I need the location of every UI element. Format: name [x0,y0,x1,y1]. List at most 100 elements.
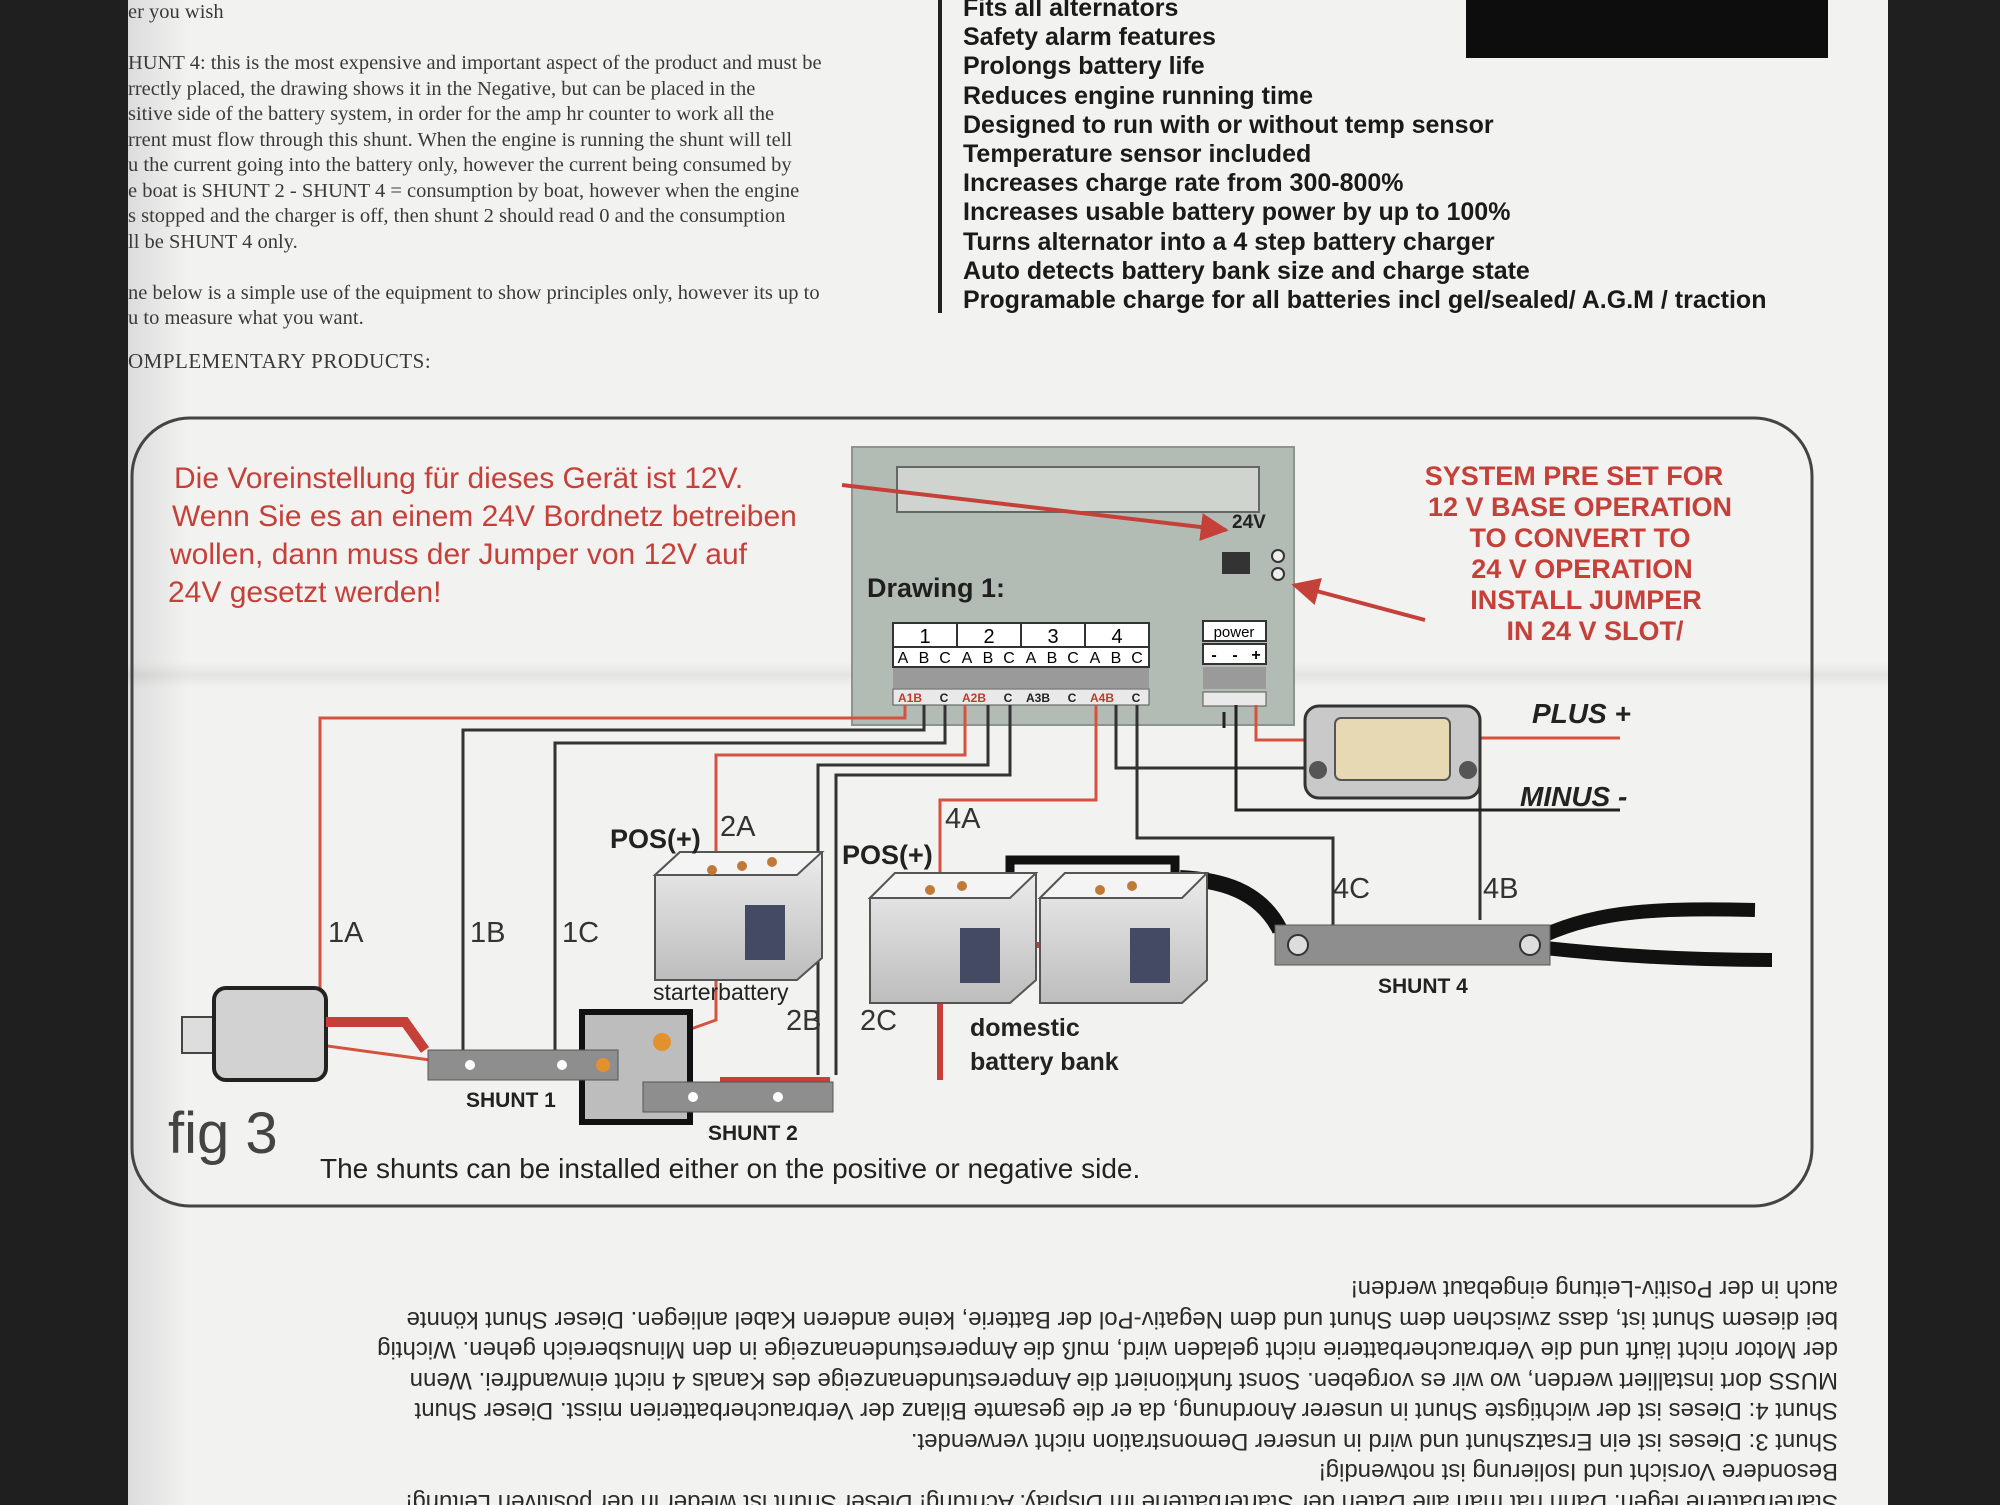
battery-cap [925,885,935,895]
terminal-letter: C [939,650,951,667]
alternator-cable [326,1017,430,1053]
drawing-title: Drawing 1: [867,573,1005,603]
terminal-letter: C [1003,650,1015,667]
power-screws [1203,667,1266,689]
english-note: SYSTEM PRE SET FOR 12 V BASE OPERATION T… [1425,461,1732,646]
arrow-to-jumper [841,483,1229,541]
upper-left-text: er you wish HUNT 4: this is the most exp… [128,0,912,332]
screw-row [893,668,1149,688]
feature-item: Fits all alternators [963,0,1179,22]
shunt-bolt [688,1092,698,1102]
terminal-letter: C [1067,650,1079,667]
wire-4c [1135,705,1335,930]
wire-labels: 1A 1B 1C 2A 2B 2C 4A 4C 4B [328,803,1518,1037]
pos-label: POS(+) [842,840,933,870]
feature-item: Designed to run with or without temp sen… [963,110,1494,139]
battery-cap [957,881,967,891]
battery-label-panel [745,905,785,960]
german-note-line: Wenn Sie es an einem 24V Bordnetz betrei… [172,500,797,533]
german-note-line: Die Voreinstellung für dieses Gerät ist … [174,462,743,495]
wire-label: 2A [720,811,756,843]
label-24v: 24V [1232,512,1266,533]
power-term: - [1211,647,1216,664]
feature-list: Fits all alternators Safety alarm featur… [963,0,1766,315]
text-line: er you wish [128,1,224,23]
power-terms [1202,643,1267,665]
bottom-term: A2B [962,691,986,705]
alternator [181,986,328,1082]
shunt-lug [1287,934,1309,956]
wire-1b [461,705,926,1065]
wire-2a [659,705,967,1042]
shunt-2 [642,1081,834,1113]
load-cable [1542,902,1756,942]
shunt2-label: SHUNT 2 [708,1122,798,1145]
bottom-term-row [892,688,1150,706]
terminal-letter: A [898,650,909,667]
feature-item: Temperature sensor included [963,140,1312,169]
display-window [896,466,1260,513]
battery-label-panel [1130,928,1170,983]
fuse-screw [1309,761,1327,779]
load-cable [1544,941,1773,967]
starter-battery-label: starterbattery [653,979,789,1005]
wire-minus [1234,705,1620,812]
bottom-term: C [1004,691,1013,705]
terminal-letter: B [983,650,994,667]
column-divider [938,0,942,313]
battery-top [1037,872,1210,899]
german-note-line: wollen, dann muss der Jumper von 12V auf [169,538,748,571]
battery-cap [707,865,717,875]
channel-number: 2 [983,626,994,648]
text-line: ll be SHUNT 4 only. [128,230,298,253]
feature-item: Turns alternator into a 4 step battery c… [963,227,1495,256]
shunt-bolt [465,1060,475,1070]
feature-item: Safety alarm features [963,23,1216,52]
feature-item: Auto detects battery bank size and charg… [963,256,1530,285]
text-line: u to measure what you want. [128,307,364,329]
wire-2c [834,705,1012,1075]
domestic-battery-1 [867,872,1039,1004]
battery-top [867,872,1039,899]
wire-label: 1C [562,917,599,949]
fig-label: fig 3 [168,1101,278,1166]
english-note-line: TO CONVERT TO [1469,523,1690,553]
wire-label: 4A [945,803,981,835]
bottom-term: A4B [1090,691,1114,705]
feature-item: Increases usable battery power by up to … [963,198,1511,227]
alternator-body [212,986,328,1082]
domestic-label: domestic [970,1014,1080,1042]
wire-plus [1254,705,1320,742]
text-line: sitive side of the battery system, in or… [128,103,775,125]
fuse-holder [1303,704,1482,800]
shunt-bolt [773,1092,783,1102]
wire-1c [553,705,947,1065]
wire-label: 1B [470,917,505,949]
bottom-term: A3B [1026,691,1050,705]
german-note: Die Voreinstellung für dieses Gerät ist … [168,462,797,609]
battery-cap [737,861,747,871]
jumper [1222,552,1250,574]
wire-label: 1A [328,917,364,949]
abc-row [892,646,1150,668]
redaction-block [1466,0,1828,58]
battery-cap [1127,881,1137,891]
fuse-screw [1459,761,1477,779]
channel-header [956,622,1022,648]
english-note-line: INSTALL JUMPER [1470,585,1702,615]
text-line: rrectly placed, the drawing shows it in … [128,77,756,100]
channel-number: 1 [919,626,930,648]
wiring [318,705,1773,1083]
bottom-term: C [940,691,949,705]
battery-cap [1095,885,1105,895]
paper-shadow [128,0,188,1505]
battery-cap [767,857,777,867]
feature-item: Reduces engine running time [963,81,1314,110]
domestic-label: battery bank [970,1048,1119,1076]
bottom-term: C [1068,691,1077,705]
terminal-letter: B [1111,650,1122,667]
shunt-lug [1519,934,1541,956]
manual-sheet: er you wish HUNT 4: this is the most exp… [128,0,1888,1505]
power-header [1202,620,1267,642]
relay-terminal [653,1033,671,1051]
